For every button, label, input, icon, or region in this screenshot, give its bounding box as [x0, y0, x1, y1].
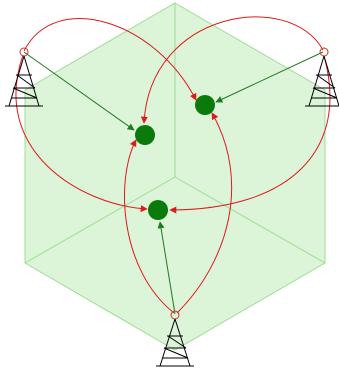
interference-bottom-to-left-node	[124, 139, 175, 314]
radio-tower-icon	[156, 310, 194, 367]
direct-link-top-right	[215, 51, 324, 103]
radio-tower-icon	[305, 47, 339, 107]
direct-links	[23, 51, 324, 315]
direct-link-bottom	[157, 221, 176, 315]
interference-top-right-to-left-node	[140, 16, 324, 124]
node-bottom	[148, 200, 168, 220]
node-left	[135, 125, 155, 145]
tower-bottom	[156, 310, 194, 367]
interference-top-right-to-bottom-node	[169, 55, 331, 214]
receiver-nodes	[135, 95, 215, 220]
tower-top-left	[5, 47, 43, 107]
radio-tower-icon	[5, 47, 43, 107]
hexagon-inner-edge-left	[24, 176, 176, 264]
tower-top-right	[305, 47, 339, 107]
node-right	[195, 95, 215, 115]
hexagon-cell	[24, 2, 326, 351]
hexagon-inner-edge-right	[174, 176, 326, 264]
direct-link-top-left	[23, 51, 135, 131]
interference-bottom-to-right-node	[176, 112, 233, 314]
interference-top-left-to-right-node	[23, 18, 197, 101]
